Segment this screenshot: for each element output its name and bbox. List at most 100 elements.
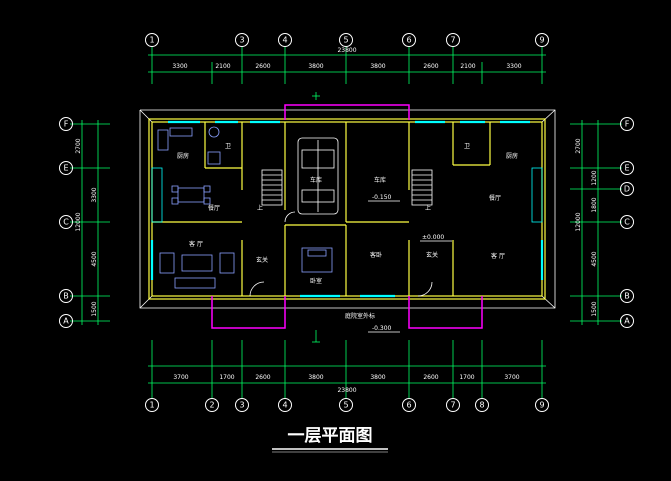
dim-left-3: 4500 [91,251,98,266]
axis-left-B-circle [59,289,73,303]
dim-left-2: 3300 [91,187,98,202]
axis-bottom-3-circle [235,398,249,412]
stair-up-left: 上 [257,204,263,212]
axis-top-7: 7 [450,36,455,45]
dim-top-3: 2600 [255,63,270,70]
axis-top-1-circle [145,33,159,47]
drawing-title: 一层平面图 [288,426,373,446]
axis-right-A: A [624,317,630,326]
axis-bottom-6-circle [402,398,416,412]
room-living-left: 客 厅 [189,240,203,248]
axis-top-3: 3 [239,36,244,45]
room-living-right: 客 厅 [491,252,505,260]
axis-right-F: F [625,120,630,129]
dim-top-2: 2100 [215,63,230,70]
room-bedroom-center: 客卧 [370,251,382,259]
axis-bottom-4: 4 [282,401,287,410]
axis-bottom-3: 3 [239,401,244,410]
axis-right-A-circle [620,314,634,328]
axis-top-6: 6 [406,36,411,45]
dim-left-total: 12000 [75,212,82,231]
axis-top-9: 9 [539,36,544,45]
axis-bottom-7: 7 [450,401,455,410]
drawing-title-group: 一层平面图 [272,426,388,453]
axis-left-A: A [63,317,69,326]
dim-right-3: 1800 [591,197,598,212]
axis-left-B: B [63,292,69,301]
axis-left-C-circle [59,215,73,229]
dim-bottom-3: 2600 [255,374,270,381]
room-labels: 厨房 卫 餐厅 客 厅 玄关 卧室 车库 车库 客卧 玄关 客 厅 餐厅 卫 厨… [177,143,518,285]
axis-right-E: E [624,164,629,173]
room-kitchen-left: 厨房 [177,152,189,160]
room-bath-left: 卫 [225,143,231,150]
dim-right-1: 2700 [575,138,582,153]
axis-bottom-5: 5 [343,401,348,410]
dim-left-4: 1500 [91,301,98,316]
axis-bottom-1: 1 [149,401,154,410]
dim-top-4: 3800 [308,63,323,70]
dim-bottom-7: 1700 [459,374,474,381]
dim-top-7: 2100 [460,63,475,70]
dim-right-4: 4500 [591,251,598,266]
axis-left-F-circle [59,117,73,131]
axis-top-1: 1 [149,36,154,45]
axis-left-F: F [64,120,69,129]
axis-top-4-circle [278,33,292,47]
axis-bottom-6: 6 [406,401,411,410]
axis-bottom-7-circle [446,398,460,412]
north-marks [312,92,320,343]
axis-top-5-circle [339,33,353,47]
doors [249,211,433,297]
room-bath-right: 卫 [464,143,470,150]
axis-right-C-circle [620,215,634,229]
dim-top-6: 2600 [423,63,438,70]
dim-left-1: 2700 [75,138,82,153]
axis-top-3-circle [235,33,249,47]
axis-left-E-circle [59,161,73,175]
dim-top-1: 3300 [172,63,187,70]
axis-top-9-circle [535,33,549,47]
axis-right-C: C [624,218,630,227]
axis-bottom-1-circle [145,398,159,412]
dim-right-5: 1500 [591,301,598,316]
axis-left-E: E [63,164,68,173]
room-dining-right: 餐厅 [489,194,501,202]
axis-right-E-circle [620,161,634,175]
dim-top-5: 3800 [370,63,385,70]
room-dining-left: 餐厅 [208,204,220,212]
axis-bottom-8: 8 [479,401,484,410]
dim-top-total: 23800 [337,47,356,54]
axis-bottom-8-circle [475,398,489,412]
stairs-right [411,169,433,206]
room-bedroom-mid: 卧室 [310,277,322,285]
room-kitchen-right: 厨房 [506,152,518,160]
level-outdoor: -0.300 [372,325,392,332]
dim-bottom-total: 23800 [337,387,356,394]
dim-right-2: 1200 [591,170,598,185]
dim-right-total: 12000 [575,212,582,231]
axis-bottom-2: 2 [209,401,214,410]
dim-bottom-4: 3800 [308,374,323,381]
room-foyer-right: 玄关 [426,251,438,259]
dim-bottom-6: 2600 [423,374,438,381]
room-garage-left: 车库 [310,176,322,184]
axis-bottom-2-circle [205,398,219,412]
level-garage: -0.150 [372,194,392,201]
axis-right-F-circle [620,117,634,131]
axis-top-5: 5 [343,36,348,45]
axis-right-B-circle [620,289,634,303]
axis-top-7-circle [446,33,460,47]
magenta-elements [211,104,483,329]
windows [150,120,544,298]
axis-top-6-circle [402,33,416,47]
axis-bottom-9: 9 [539,401,544,410]
axis-left-C: C [63,218,69,227]
stairs-left [261,169,283,206]
axis-bottom-5-circle [339,398,353,412]
axis-bottom-4-circle [278,398,292,412]
room-foyer-left: 玄关 [256,256,268,264]
axis-bottom-9-circle [535,398,549,412]
